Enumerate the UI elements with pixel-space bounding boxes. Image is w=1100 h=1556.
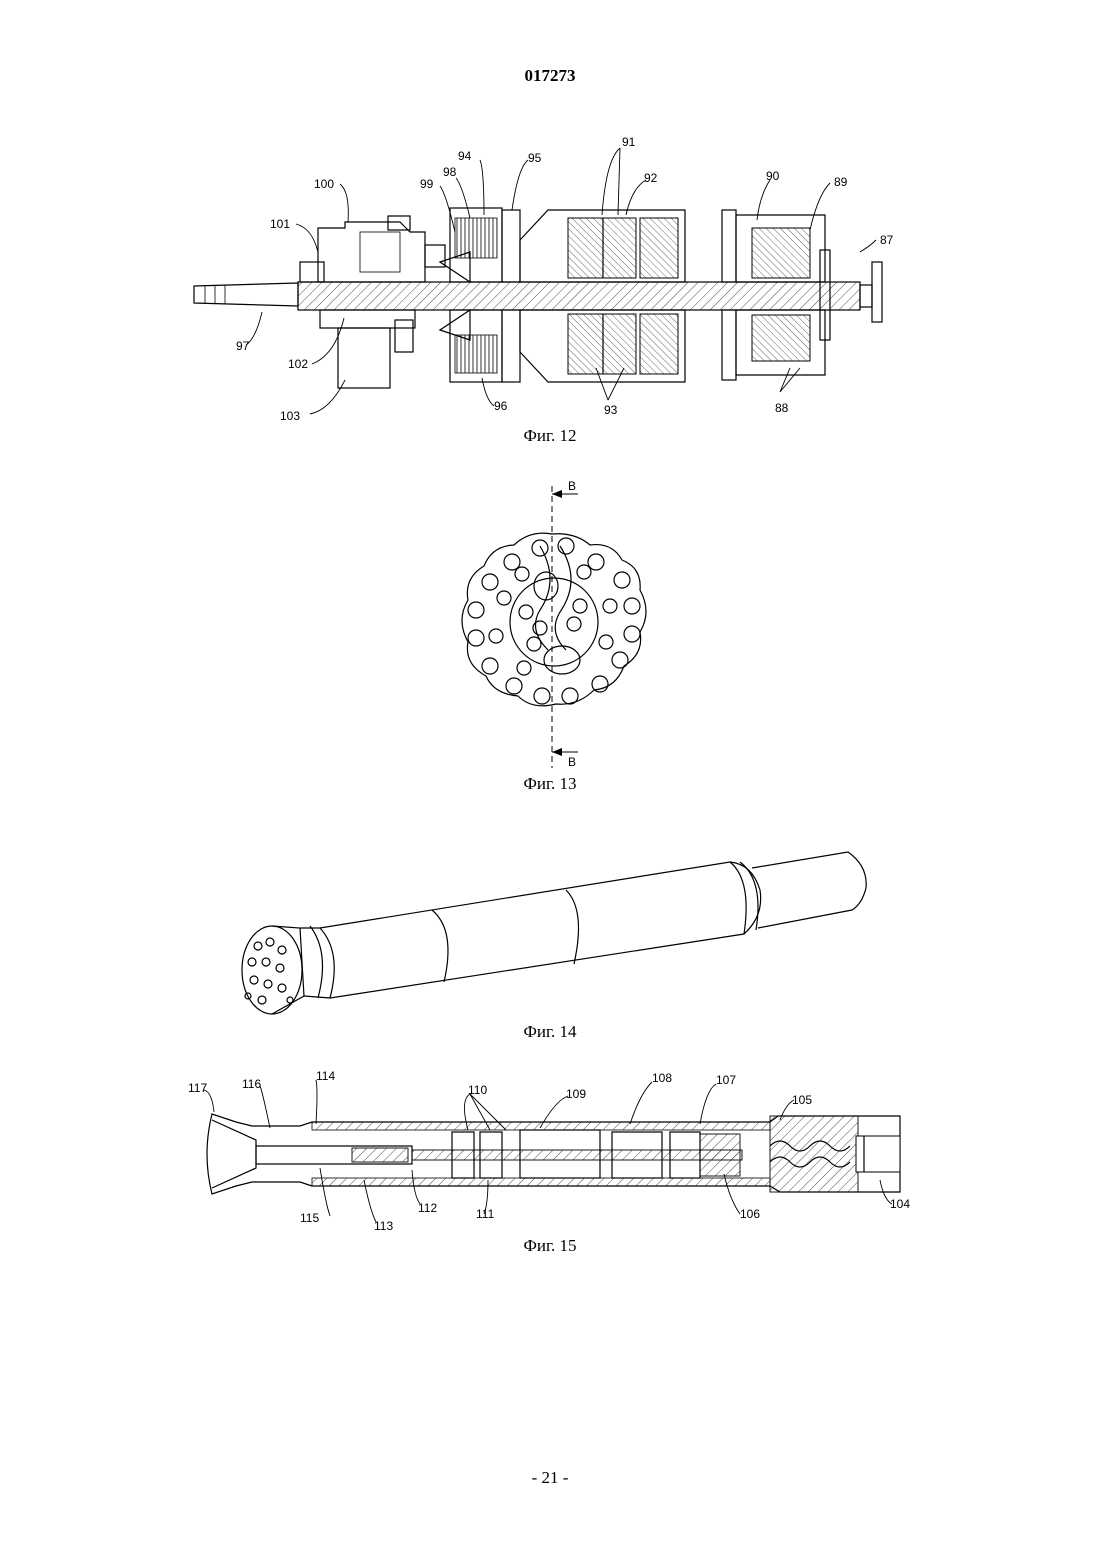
figure-15-caption: Фиг. 15 bbox=[0, 1236, 1100, 1256]
figure-13-drawing: B B bbox=[0, 476, 1100, 776]
label-104: 104 bbox=[890, 1197, 910, 1211]
label-107: 107 bbox=[716, 1073, 736, 1087]
label-110: 110 bbox=[468, 1083, 487, 1097]
label-101: 101 bbox=[270, 217, 290, 231]
figure-13-caption: Фиг. 13 bbox=[0, 774, 1100, 794]
figure-14-drawing bbox=[0, 840, 1100, 1020]
figure-12-caption: Фиг. 12 bbox=[0, 426, 1100, 446]
label-90: 90 bbox=[766, 169, 780, 183]
label-108: 108 bbox=[652, 1071, 672, 1085]
label-113: 113 bbox=[374, 1219, 393, 1233]
figure-12-drawing: 87 88 89 90 91 92 93 94 95 96 97 98 99 1… bbox=[0, 130, 1100, 430]
label-114: 114 bbox=[316, 1069, 335, 1083]
label-102: 102 bbox=[288, 357, 308, 371]
label-93: 93 bbox=[604, 403, 618, 417]
label-100: 100 bbox=[314, 177, 334, 191]
label-95: 95 bbox=[528, 151, 542, 165]
label-98: 98 bbox=[443, 165, 457, 179]
figure-14-caption: Фиг. 14 bbox=[0, 1022, 1100, 1042]
section-mark-bottom: B bbox=[568, 755, 576, 769]
label-115: 115 bbox=[300, 1211, 319, 1225]
document-number: 017273 bbox=[0, 66, 1100, 86]
label-109: 109 bbox=[566, 1087, 586, 1101]
label-91: 91 bbox=[622, 135, 636, 149]
label-94: 94 bbox=[458, 149, 472, 163]
label-97: 97 bbox=[236, 339, 250, 353]
label-117: 117 bbox=[188, 1081, 207, 1095]
label-111: 111 bbox=[476, 1207, 495, 1221]
label-89: 89 bbox=[834, 175, 848, 189]
label-99: 99 bbox=[420, 177, 434, 191]
label-92: 92 bbox=[644, 171, 658, 185]
section-mark-top: B bbox=[568, 479, 576, 493]
label-116: 116 bbox=[242, 1077, 261, 1091]
page-footer: - 21 - bbox=[0, 1468, 1100, 1488]
label-103: 103 bbox=[280, 409, 300, 423]
label-88: 88 bbox=[775, 401, 789, 415]
label-96: 96 bbox=[494, 399, 508, 413]
figure-15-drawing: 104 105 106 107 108 109 110 111 112 113 … bbox=[0, 1070, 1100, 1230]
label-87: 87 bbox=[880, 233, 894, 247]
label-106: 106 bbox=[740, 1207, 760, 1221]
label-105: 105 bbox=[792, 1093, 812, 1107]
label-112: 112 bbox=[418, 1201, 437, 1215]
